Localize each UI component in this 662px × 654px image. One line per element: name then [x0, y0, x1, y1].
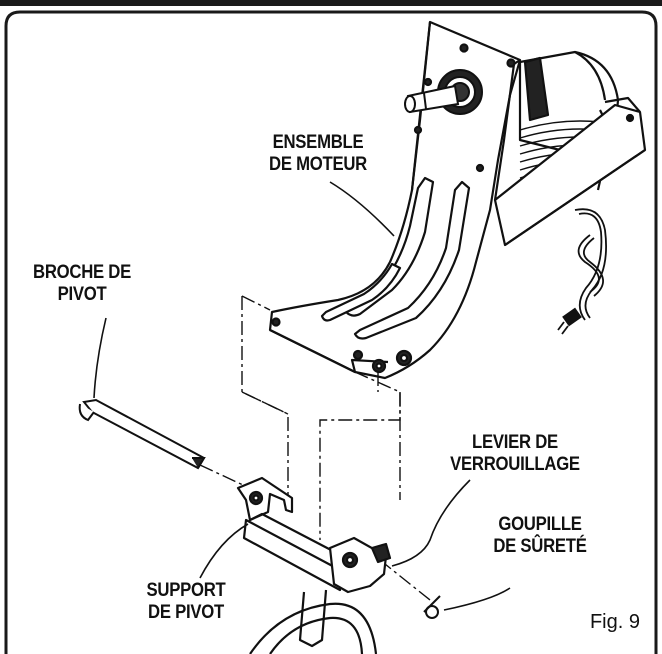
label-locking-lever: LEVIER DE VERROUILLAGE [440, 432, 590, 476]
motor-mount-plate [268, 20, 522, 380]
label-safety-pin-line1: GOUPILLE [498, 514, 582, 535]
label-locking-lever-line1: LEVIER DE [472, 432, 558, 453]
label-motor-assembly: ENSEMBLE DE MOTEUR [256, 132, 379, 176]
label-pivot-pin-line2: PIVOT [57, 284, 107, 305]
motor-housing [493, 50, 647, 247]
label-motor-assembly-line2: DE MOTEUR [269, 154, 367, 175]
motor-shaft [404, 69, 483, 115]
figure-number: Fig. 9 [589, 611, 640, 633]
label-motor-assembly-line1: ENSEMBLE [272, 132, 364, 153]
label-safety-pin-line2: DE SÛRETÉ [493, 536, 587, 557]
label-locking-lever-line2: VERROUILLAGE [450, 454, 580, 475]
power-cord [557, 208, 607, 335]
safety-pin [423, 595, 441, 619]
label-pivot-support-line1: SUPPORT [146, 580, 226, 601]
pivot-support [236, 476, 392, 654]
label-safety-pin: GOUPILLE DE SÛRETÉ [478, 514, 601, 558]
label-pivot-support-line2: DE PIVOT [148, 602, 224, 623]
leader-lines [93, 181, 511, 611]
label-pivot-support: SUPPORT DE PIVOT [124, 580, 247, 624]
pivot-pin [78, 398, 206, 470]
label-pivot-pin: BROCHE DE PIVOT [20, 262, 143, 306]
label-pivot-pin-line1: BROCHE DE [33, 262, 131, 283]
